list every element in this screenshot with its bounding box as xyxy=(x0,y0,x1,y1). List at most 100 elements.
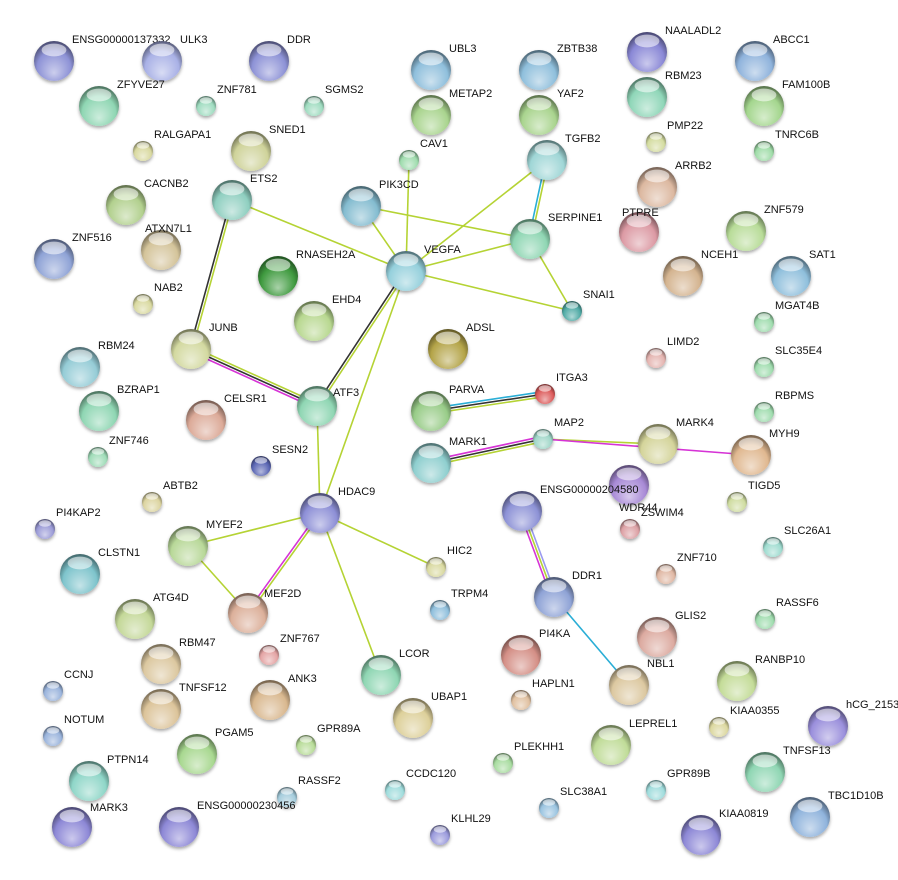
node-kiaa0355[interactable]: KIAA0355 xyxy=(709,705,780,737)
node-tigd5[interactable]: TIGD5 xyxy=(727,480,780,512)
node-sat1[interactable]: SAT1 xyxy=(771,249,836,296)
node-rassf6[interactable]: RASSF6 xyxy=(755,597,819,629)
node-ubap1[interactable]: UBAP1 xyxy=(393,691,467,738)
node-abtb2[interactable]: ABTB2 xyxy=(142,480,198,512)
node-vegfa[interactable]: VEGFA xyxy=(386,244,461,291)
node-nab2[interactable]: NAB2 xyxy=(133,282,183,314)
node-naaladl2[interactable]: NAALADL2 xyxy=(627,25,721,72)
node-hapln1[interactable]: HAPLN1 xyxy=(511,678,575,710)
node-mark1[interactable]: MARK1 xyxy=(411,436,487,483)
node-ensg00000137332[interactable]: ENSG00000137332 xyxy=(34,34,170,81)
node-mgat4b[interactable]: MGAT4B xyxy=(754,300,819,332)
node-bzrap1[interactable]: BZRAP1 xyxy=(79,384,160,431)
node-slc35e4[interactable]: SLC35E4 xyxy=(754,345,822,377)
node-ehd4[interactable]: EHD4 xyxy=(294,294,361,341)
node-rbm24[interactable]: RBM24 xyxy=(60,340,135,387)
edge-hdac9-myef2[interactable] xyxy=(187,512,321,547)
node-sgms2[interactable]: SGMS2 xyxy=(304,84,364,116)
node-map2[interactable]: MAP2 xyxy=(533,417,584,449)
node-ubl3[interactable]: UBL3 xyxy=(411,43,477,90)
node-mef2d[interactable]: MEF2D xyxy=(228,588,301,633)
node-rnaseh2a[interactable]: RNASEH2A xyxy=(258,249,356,296)
node-ranbp10[interactable]: RANBP10 xyxy=(717,654,805,701)
node-znf710[interactable]: ZNF710 xyxy=(656,552,717,584)
edge-hdac9-lcor[interactable] xyxy=(319,512,382,676)
node-rbm23[interactable]: RBM23 xyxy=(627,70,702,117)
node-ralgapa1[interactable]: RALGAPA1 xyxy=(133,129,211,161)
edge-pik3cd-serpine1[interactable] xyxy=(360,205,531,240)
node-nceh1[interactable]: NCEH1 xyxy=(663,249,738,296)
node-kiaa0819[interactable]: KIAA0819 xyxy=(681,808,769,855)
node-hcg-2153[interactable]: hCG_2153 xyxy=(808,699,898,746)
node-gpr89b[interactable]: GPR89B xyxy=(646,768,710,800)
node-cacnb2[interactable]: CACNB2 xyxy=(106,178,189,225)
node-mark4[interactable]: MARK4 xyxy=(638,417,714,464)
edge-vegfa-hdac9[interactable] xyxy=(319,270,407,514)
node-ddr[interactable]: DDR xyxy=(249,34,311,81)
node-znf516[interactable]: ZNF516 xyxy=(34,232,112,279)
edge-ets2-vegfa[interactable] xyxy=(231,199,407,272)
node-tnrc6b[interactable]: TNRC6B xyxy=(754,129,819,161)
node-celsr1[interactable]: CELSR1 xyxy=(186,393,267,440)
node-cav1[interactable]: CAV1 xyxy=(399,138,448,170)
node-yaf2[interactable]: YAF2 xyxy=(519,88,584,135)
node-clstn1[interactable]: CLSTN1 xyxy=(60,547,140,594)
node-rbm47[interactable]: RBM47 xyxy=(141,637,216,684)
node-znf767[interactable]: ZNF767 xyxy=(259,633,320,665)
node-atxn7l1[interactable]: ATXN7L1 xyxy=(141,223,192,270)
node-ank3[interactable]: ANK3 xyxy=(250,673,317,720)
node-notum[interactable]: NOTUM xyxy=(43,714,104,746)
node-zbtb38[interactable]: ZBTB38 xyxy=(519,43,597,90)
node-sesn2[interactable]: SESN2 xyxy=(251,444,308,476)
node-junb[interactable]: JUNB xyxy=(171,322,238,369)
edge-ets2-junb[interactable] xyxy=(188,199,235,350)
node-sned1[interactable]: SNED1 xyxy=(231,124,306,171)
node-atg4d[interactable]: ATG4D xyxy=(115,592,189,639)
node-rassf2[interactable]: RASSF2 xyxy=(277,775,341,807)
node-glis2[interactable]: GLIS2 xyxy=(637,610,706,657)
node-tgfb2[interactable]: TGFB2 xyxy=(527,133,600,180)
node-ccdc120[interactable]: CCDC120 xyxy=(385,768,456,800)
node-ulk3[interactable]: ULK3 xyxy=(142,34,208,81)
node-nbl1[interactable]: NBL1 xyxy=(609,658,675,705)
node-slc38a1[interactable]: SLC38A1 xyxy=(539,786,607,818)
node-zfyve27[interactable]: ZFYVE27 xyxy=(79,79,165,126)
node-myh9[interactable]: MYH9 xyxy=(731,428,800,475)
node-lcor[interactable]: LCOR xyxy=(361,648,430,695)
node-metap2[interactable]: METAP2 xyxy=(411,88,492,135)
edge-hdac9-mef2d[interactable] xyxy=(246,511,322,615)
node-znf579[interactable]: ZNF579 xyxy=(726,204,804,251)
node-abcc1[interactable]: ABCC1 xyxy=(735,34,810,81)
node-limd2[interactable]: LIMD2 xyxy=(646,336,699,368)
edge-junb-atf3[interactable] xyxy=(189,345,319,410)
node-parva[interactable]: PARVA xyxy=(411,384,485,431)
node-hic2[interactable]: HIC2 xyxy=(426,545,472,577)
node-tbc1d10b[interactable]: TBC1D10B xyxy=(790,790,884,837)
node-ddr1[interactable]: DDR1 xyxy=(534,570,602,617)
node-tnfsf13[interactable]: TNFSF13 xyxy=(745,745,831,792)
node-fam100b[interactable]: FAM100B xyxy=(744,79,830,126)
node-pi4ka[interactable]: PI4KA xyxy=(501,628,571,675)
node-snai1[interactable]: SNAI1 xyxy=(562,289,615,321)
node-pgam5[interactable]: PGAM5 xyxy=(177,727,254,774)
node-pik3cd[interactable]: PIK3CD xyxy=(341,179,419,226)
edge-hdac9-hic2[interactable] xyxy=(319,512,437,568)
node-ptpn14[interactable]: PTPN14 xyxy=(69,754,149,801)
edge-vegfa-snai1[interactable] xyxy=(405,270,573,312)
node-itga3[interactable]: ITGA3 xyxy=(535,372,588,404)
node-arrb2[interactable]: ARRB2 xyxy=(637,160,712,207)
node-pmp22[interactable]: PMP22 xyxy=(646,120,703,152)
node-plekhh1[interactable]: PLEKHH1 xyxy=(493,741,564,773)
node-ccnj[interactable]: CCNJ xyxy=(43,669,93,701)
node-znf781[interactable]: ZNF781 xyxy=(196,84,257,116)
node-trpm4[interactable]: TRPM4 xyxy=(430,588,488,620)
node-ensg00000204580[interactable]: ENSG00000204580 xyxy=(502,484,638,531)
node-ptpre[interactable]: PTPRE xyxy=(619,207,659,252)
edge-vegfa-tgfb2[interactable] xyxy=(405,159,548,272)
node-adsl[interactable]: ADSL xyxy=(428,322,495,369)
node-mark3[interactable]: MARK3 xyxy=(52,802,128,847)
node-rbpms[interactable]: RBPMS xyxy=(754,390,814,422)
node-wdr44[interactable]: WDR44 xyxy=(609,465,658,514)
node-hdac9[interactable]: HDAC9 xyxy=(300,486,375,533)
node-ets2[interactable]: ETS2 xyxy=(212,173,278,220)
